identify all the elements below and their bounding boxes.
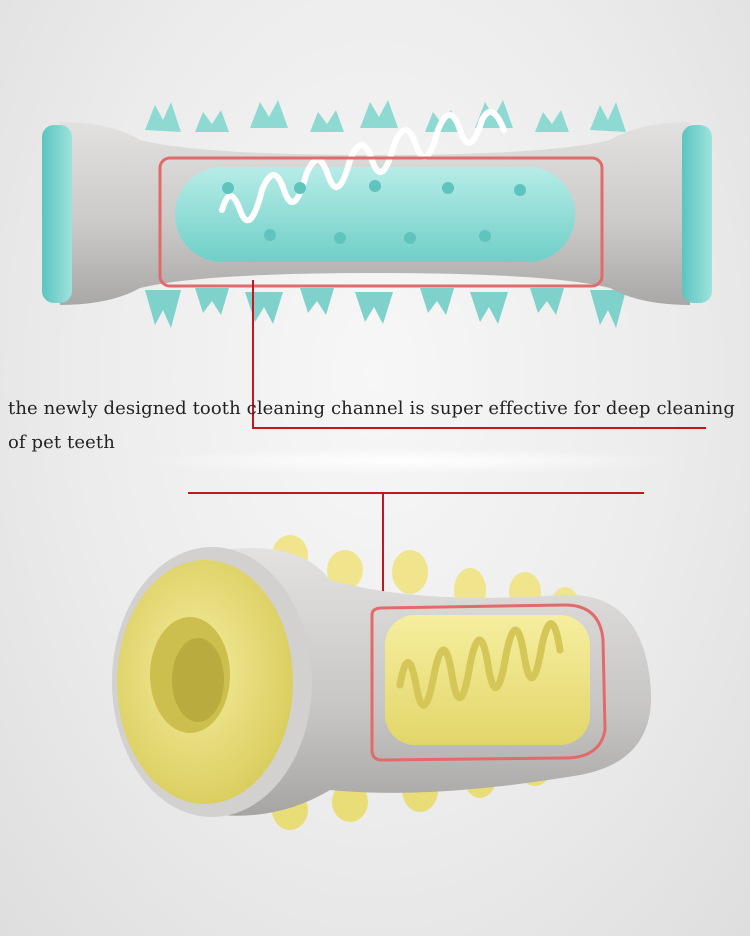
connector-line-horizontal-top (252, 427, 706, 429)
top-spikes (145, 100, 626, 132)
right-end-cap (682, 125, 712, 303)
left-end-cap (42, 125, 72, 303)
zigzag-channel (396, 620, 564, 709)
bottom-toy-image (0, 510, 750, 910)
bottom-spikes (145, 288, 626, 328)
highlight-outline (158, 156, 604, 288)
yellow-chew-toy-illustration (112, 535, 652, 830)
connector-line-horizontal-bottom (188, 492, 644, 494)
highlight-outline (370, 603, 607, 762)
top-toy-image (0, 60, 750, 360)
zigzag-channel (219, 109, 507, 224)
caption-backdrop (140, 448, 680, 474)
connector-line-vertical-top (252, 280, 254, 428)
feature-caption: the newly designed tooth cleaning channe… (8, 398, 735, 453)
connector-line-vertical-bottom (382, 492, 384, 618)
teal-chew-toy-illustration (42, 100, 712, 328)
panel-bumps (222, 180, 526, 244)
